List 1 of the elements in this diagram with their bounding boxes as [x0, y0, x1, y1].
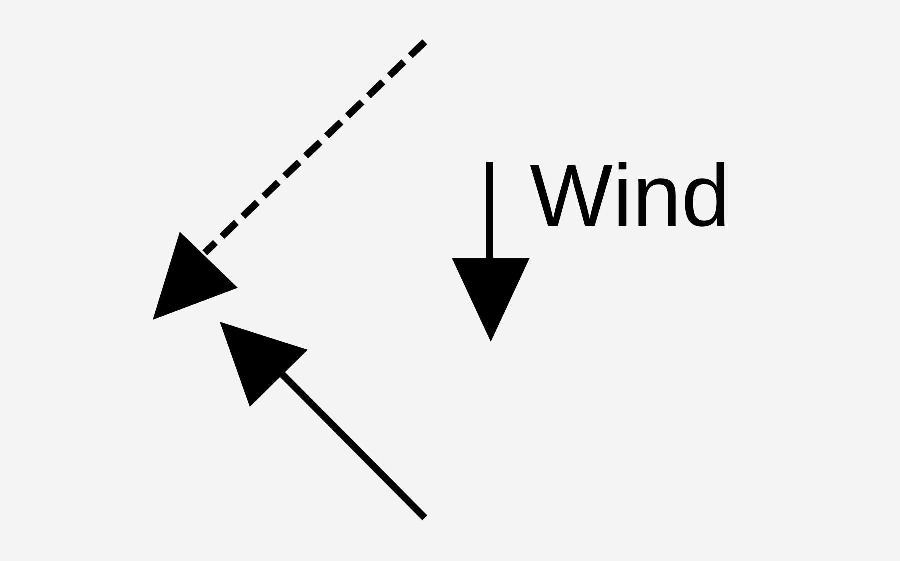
wind-label: Wind: [530, 152, 730, 240]
